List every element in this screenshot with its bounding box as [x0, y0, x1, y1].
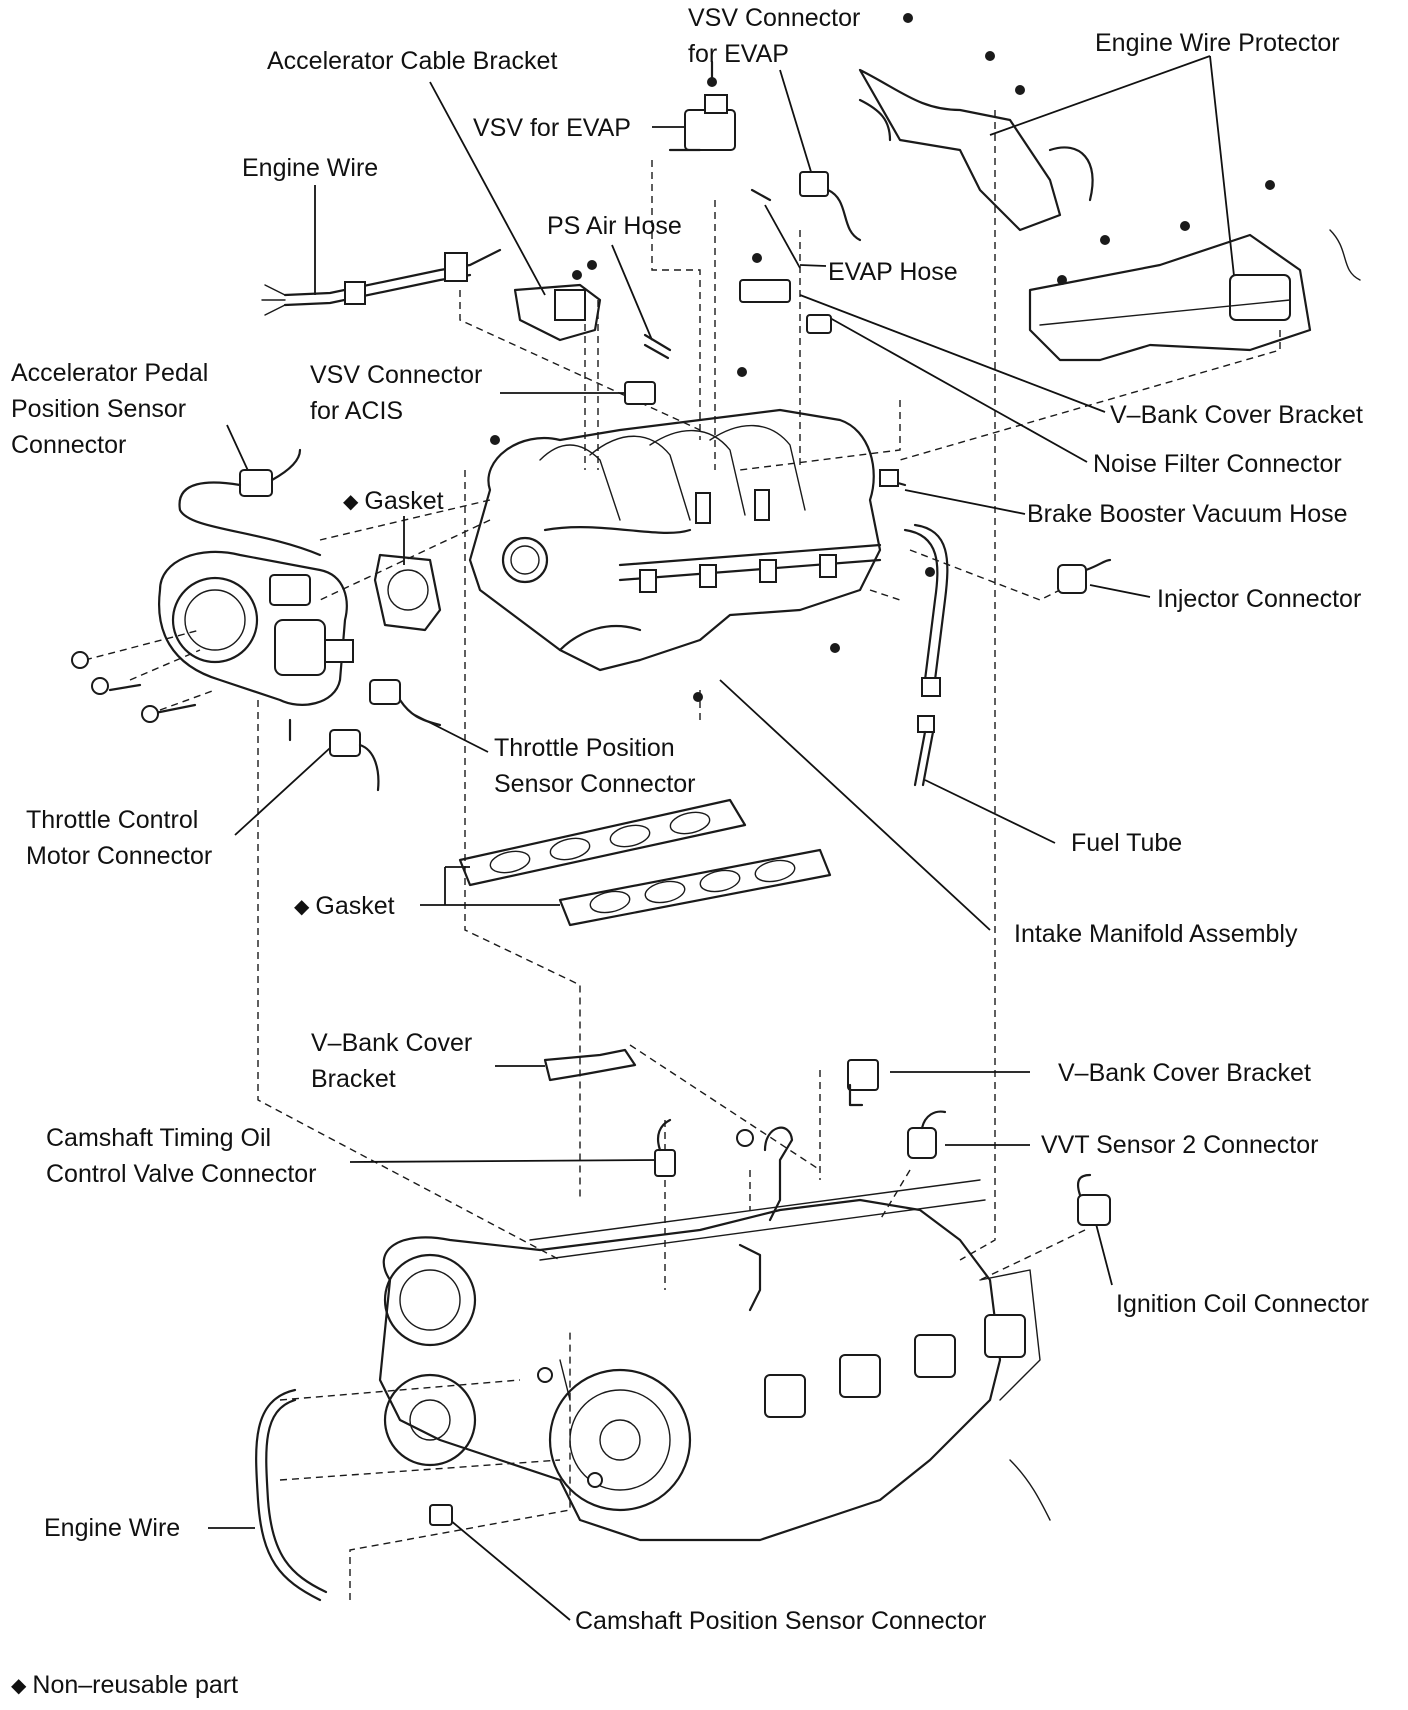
engine-wire-bottom-part — [255, 1388, 328, 1602]
noise-filter-connector-part — [806, 314, 832, 334]
label-accelerator-cable-bracket: Accelerator Cable Bracket — [267, 47, 558, 75]
label-injector-connector: Injector Connector — [1157, 585, 1362, 613]
label-ignition-coil-connector: Ignition Coil Connector — [1116, 1290, 1369, 1318]
brake-booster-vacuum-hose-part — [878, 469, 907, 487]
injector-connector-part — [1057, 558, 1112, 594]
legend-non-reusable-part: ◆Non–reusable part — [11, 1671, 239, 1699]
assembly-guide-lines — [84, 110, 1281, 1600]
ps-air-hose-part — [643, 333, 672, 360]
label-v-bank-cover-bracket-left: V–Bank Cover Bracket — [311, 1029, 473, 1093]
label-fuel-tube: Fuel Tube — [1071, 829, 1183, 857]
throttle-position-sensor-connector-part — [369, 679, 442, 727]
label-evap-hose: EVAP Hose — [828, 258, 958, 286]
label-throttle-position-sensor-connector: Throttle Position Sensor Connector — [494, 734, 696, 798]
non-reusable-marker-icon: ◆ — [343, 491, 359, 513]
label-ps-air-hose: PS Air Hose — [547, 212, 682, 240]
label-camshaft-timing-oil-control-valve-connector: Camshaft Timing Oil Control Valve Connec… — [46, 1124, 317, 1188]
throttle-gasket-part — [373, 553, 442, 632]
engine-wire-protector-part — [858, 51, 1361, 362]
label-vvt-sensor-2-connector: VVT Sensor 2 Connector — [1041, 1131, 1319, 1159]
v-bank-cover-bracket-left-part — [543, 1048, 637, 1082]
label-camshaft-position-sensor-connector: Camshaft Position Sensor Connector — [575, 1607, 987, 1635]
label-vsv-connector-evap: VSV Connector for EVAP — [688, 4, 861, 68]
accelerator-cable-bracket-part — [513, 260, 602, 342]
vvt-sensor-2-connector-part — [907, 1110, 947, 1159]
vsv-connector-acis-part — [624, 367, 747, 405]
throttle-control-motor-connector-part — [288, 718, 380, 792]
evap-hose-part — [739, 188, 791, 303]
intake-manifold-part — [468, 408, 935, 702]
label-noise-filter-connector: Noise Filter Connector — [1093, 450, 1342, 478]
camshaft-position-sensor-connector-part — [429, 1504, 453, 1526]
camshaft-timing-connector-part — [654, 1118, 754, 1177]
label-throttle-control-motor-connector: Throttle Control Motor Connector — [26, 806, 213, 870]
accel-pedal-sensor-connector-part — [178, 448, 322, 557]
engine-wire-top-part — [261, 248, 502, 316]
label-gasket-throttle: ◆Gasket — [343, 487, 444, 515]
label-engine-wire-protector: Engine Wire Protector — [1095, 29, 1340, 57]
vsv-for-evap-part — [668, 60, 736, 152]
label-v-bank-cover-bracket-top: V–Bank Cover Bracket — [1110, 401, 1363, 429]
label-intake-manifold-assembly: Intake Manifold Assembly — [1014, 920, 1298, 948]
non-reusable-marker-icon: ◆ — [11, 1675, 27, 1697]
label-engine-wire-top: Engine Wire — [242, 154, 379, 182]
label-vsv-connector-acis: VSV Connector for ACIS — [310, 361, 483, 425]
label-brake-booster-vacuum-hose: Brake Booster Vacuum Hose — [1027, 500, 1348, 528]
v-bank-cover-bracket-right-part — [847, 1059, 879, 1107]
leader-lines — [208, 55, 1236, 1621]
label-vsv-for-evap: VSV for EVAP — [473, 114, 631, 142]
fuel-tube-part — [903, 523, 949, 787]
throttle-body-part — [71, 550, 354, 723]
vsv-connector-evap-part — [799, 13, 913, 242]
non-reusable-marker-icon: ◆ — [294, 896, 310, 918]
label-gasket-manifold: ◆Gasket — [294, 892, 395, 920]
label-v-bank-cover-bracket-right: V–Bank Cover Bracket — [1058, 1059, 1311, 1087]
label-engine-wire-bottom: Engine Wire — [44, 1514, 181, 1542]
label-accel-pedal-sensor-connector: Accelerator Pedal Position Sensor Connec… — [11, 359, 209, 459]
engine-block-part — [378, 1126, 1051, 1542]
manifold-gaskets-part — [458, 798, 832, 927]
ignition-coil-connector-part — [1076, 1173, 1111, 1226]
